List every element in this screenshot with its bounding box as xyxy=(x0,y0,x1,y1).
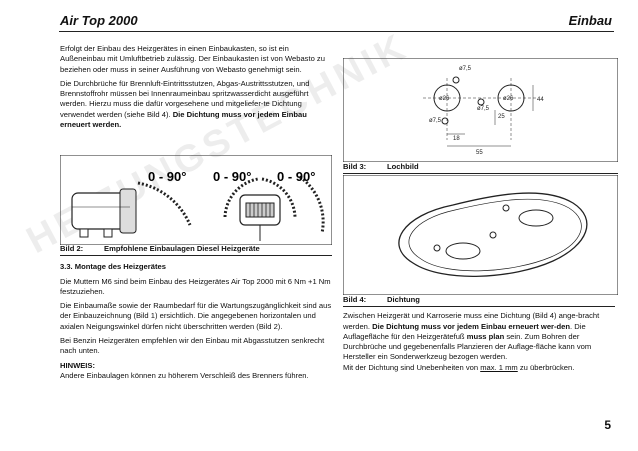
dim-label: ø7,5 xyxy=(459,66,472,72)
left-column: Erfolgt der Einbau des Heizgerätes in ei… xyxy=(60,44,332,134)
header-rule xyxy=(59,31,614,32)
paragraph: Zwischen Heizgerät und Karroserie muss e… xyxy=(343,311,600,372)
note-title: HINWEIS: xyxy=(60,360,96,370)
paragraph: Die Muttern M6 sind beim Einbau des Heiz… xyxy=(60,276,331,296)
caption-rule xyxy=(343,173,618,175)
figure-caption: Bild 4:Dichtung xyxy=(343,295,420,304)
paragraph: Erfolgt der Einbau des Heizgerätes in ei… xyxy=(60,44,325,74)
dim-label: ø26 xyxy=(503,96,514,102)
dim-label: ø7,5 xyxy=(429,118,442,124)
paragraph: Die Durchbrüche für Brennluft-Eintrittss… xyxy=(60,78,310,130)
header-title: Air Top 2000 xyxy=(60,13,138,28)
dim-label: ø26 xyxy=(439,96,450,102)
header-section: Einbau xyxy=(568,13,612,28)
figure-caption: Bild 3:Lochbild xyxy=(343,162,419,171)
figure-caption: Bild 2:Empfohlene Einbaulagen Diesel Hei… xyxy=(60,244,260,253)
angle-label: 0 - 90° xyxy=(148,169,186,184)
dim-label: 44 xyxy=(537,97,544,103)
page-number: 5 xyxy=(604,418,611,432)
paragraph: Andere Einbaulagen können zu höherem Ver… xyxy=(60,370,309,380)
caption-rule xyxy=(60,255,332,257)
paragraph: Bei Benzin Heizgeräten empfehlen wir den… xyxy=(60,336,325,356)
angle-label: 0 - 90° xyxy=(277,169,315,184)
dim-label: 25 xyxy=(498,114,505,120)
angle-label: 0 - 90° xyxy=(213,169,251,184)
dim-label: ø7,5 xyxy=(477,106,490,112)
caption-rule xyxy=(343,306,615,308)
figure-installation-positions: 0 - 90° 0 - 90° 0 - 90° xyxy=(59,154,333,246)
paragraph: Die Einbaumaße sowie der Raumbedarf für … xyxy=(60,301,332,331)
figure-gasket xyxy=(342,174,619,296)
dim-label: 18 xyxy=(453,136,460,142)
dim-label: 55 xyxy=(476,150,483,156)
section-title: 3.3. Montage des Heizgerätes xyxy=(60,262,166,272)
figure-hole-pattern: ø7,5 ø7,5 ø26 ø26 ø7,5 18 55 25 44 xyxy=(342,57,619,163)
